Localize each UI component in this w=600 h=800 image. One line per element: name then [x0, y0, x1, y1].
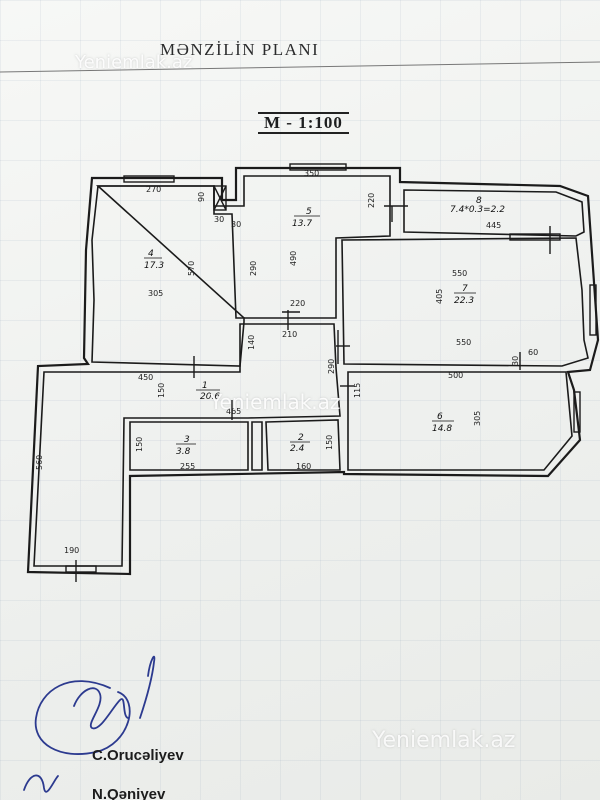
- dimension-label: 210: [282, 330, 297, 339]
- window-room7-top: [509, 233, 561, 241]
- dimension-label: 350: [304, 169, 319, 178]
- window-room6-right: [573, 391, 581, 433]
- watermark: Yeniemlak.az: [372, 728, 516, 753]
- plan-scale: M - 1:100: [258, 112, 349, 134]
- dimension-label: 190: [64, 546, 79, 555]
- signature-stroke: [139, 655, 156, 719]
- dimension-label: 560: [35, 455, 44, 470]
- sheet-border-line: [0, 61, 600, 73]
- room-area: 3.8: [176, 447, 191, 457]
- dimension-label: 490: [289, 251, 298, 266]
- room3-inner: [129, 421, 249, 471]
- dimension-label: 500: [448, 371, 463, 380]
- dimension-label: 405: [435, 289, 444, 304]
- dimension-label: 30: [231, 220, 241, 229]
- shaft-inner: [251, 421, 263, 471]
- watermark: Yeniemlak.az: [75, 52, 193, 73]
- dimension-label: 550: [456, 338, 471, 347]
- dimension-label: 150: [325, 435, 334, 450]
- window-room7-right: [589, 284, 597, 336]
- room-number: 8: [476, 196, 482, 206]
- door-markers: [75, 205, 551, 582]
- room4-inner: [91, 185, 245, 367]
- signature-drawing: [23, 655, 156, 793]
- plan-title: MƏNZİLİN PLANI: [160, 40, 320, 59]
- dimension-label: 90: [197, 192, 206, 202]
- room-area: 22.3: [454, 296, 474, 306]
- dimension-label: 30: [511, 356, 520, 366]
- signature-lower: [23, 774, 59, 793]
- dimension-label: 150: [157, 383, 166, 398]
- room-area: 17.3: [144, 261, 164, 271]
- dimension-label: 160: [296, 462, 311, 471]
- room-area: 20.6: [200, 392, 220, 402]
- vent-box: [213, 185, 227, 211]
- dimension-label: 270: [146, 185, 161, 194]
- watermark: Yeniemlak.az: [210, 390, 341, 414]
- dimension-label: 465: [226, 407, 241, 416]
- window-room4: [123, 175, 175, 183]
- inner-walls: [33, 175, 589, 567]
- room5-inner: [95, 175, 391, 319]
- room8-inner: [403, 189, 585, 237]
- dimension-label: 255: [180, 462, 195, 471]
- room6-inner: [347, 371, 573, 471]
- room-number: 6: [437, 412, 443, 422]
- window-markers: [65, 163, 597, 573]
- dimension-label: 220: [290, 299, 305, 308]
- dimension-label: 305: [148, 289, 163, 298]
- dimension-labels: 270 90 30 30 350 220 570 305 290 490 220…: [35, 169, 538, 555]
- dimension-label: 30: [214, 215, 224, 224]
- room-number: 5: [306, 207, 312, 217]
- dimension-label: 305: [473, 411, 482, 426]
- signatory-name: C.Orucəliyev: [92, 747, 184, 764]
- dimension-label: 220: [367, 193, 376, 208]
- signature-inner: [73, 687, 129, 730]
- dimension-label: 115: [353, 383, 362, 398]
- room-labels: 4 17.3 5 13.7 8 7.4*0.3=2.2 7 22.3 1 20.…: [144, 196, 505, 457]
- room-number: 1: [202, 381, 208, 391]
- room-number: 7: [462, 284, 468, 294]
- signature-loop: [34, 680, 131, 755]
- outer-wall-outline: [26, 166, 600, 576]
- dimension-label: 290: [327, 359, 336, 374]
- window-room1-bottom: [65, 565, 97, 573]
- room-number: 3: [184, 435, 190, 445]
- dimension-label: 450: [138, 373, 153, 382]
- dimension-label: 550: [452, 269, 467, 278]
- dimension-label: 445: [486, 221, 501, 230]
- room-number: 4: [148, 249, 154, 259]
- room2-inner: [265, 419, 341, 471]
- window-room5: [289, 163, 347, 171]
- outer-walls: [26, 166, 600, 576]
- room-number: 2: [298, 433, 304, 443]
- dimension-label: 60: [528, 348, 538, 357]
- room-area: 7.4*0.3=2.2: [450, 205, 505, 215]
- room7-inner: [341, 237, 589, 367]
- room-area: 14.8: [432, 424, 452, 434]
- signatory-name: N.Qəniyev: [92, 786, 166, 800]
- dimension-label: 150: [135, 437, 144, 452]
- dimension-label: 140: [247, 335, 256, 350]
- dimension-label: 290: [249, 261, 258, 276]
- room-area: 2.4: [290, 444, 305, 454]
- room-area: 13.7: [292, 219, 312, 229]
- dimension-label: 570: [187, 261, 196, 276]
